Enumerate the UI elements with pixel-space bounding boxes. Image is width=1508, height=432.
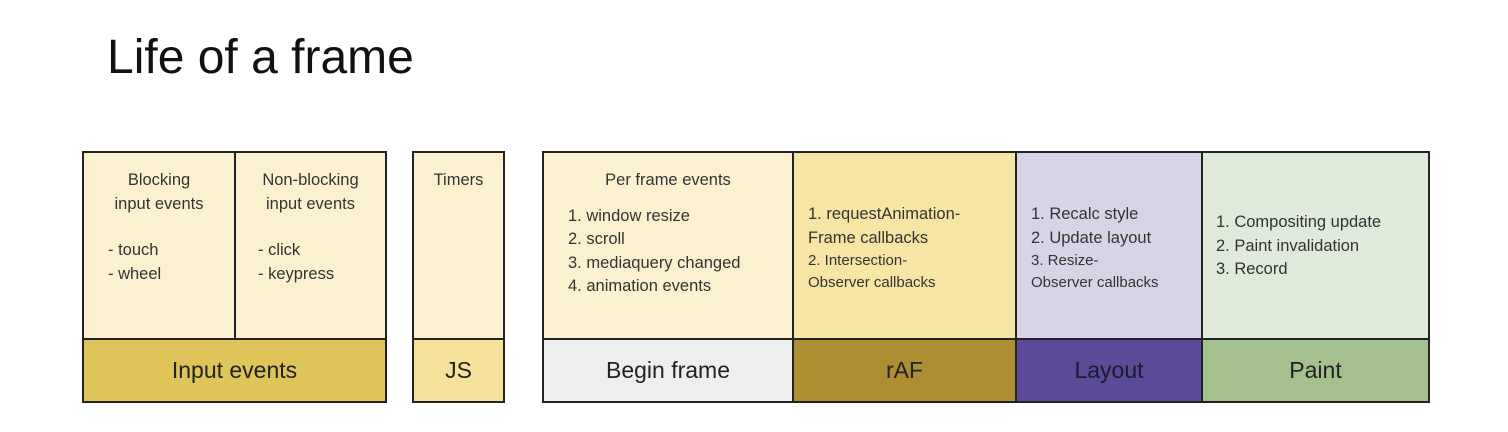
input-events-label: Input events	[84, 338, 385, 401]
blocking-input-events-cell: Blocking input events - touch - wheel	[84, 153, 236, 338]
blocking-heading-line-2: input events	[114, 194, 204, 213]
non-blocking-input-events-cell: Non-blocking input events - click - keyp…	[236, 153, 385, 338]
paint-label: Paint	[1203, 338, 1428, 401]
non-blocking-item-keypress: - keypress	[258, 264, 335, 283]
begin-item-1: 1. window resize	[568, 206, 690, 225]
per-frame-events-heading: Per frame events	[605, 171, 731, 189]
paint-item-3: 3. Record	[1216, 260, 1288, 278]
raf-item-1b: Frame callbacks	[808, 228, 929, 247]
frame-group: Per frame events 1. window resize 2. scr…	[542, 151, 1430, 403]
raf-cell: 1. requestAnimation- Frame callbacks 2. …	[794, 153, 1017, 338]
input-events-group: Blocking input events - touch - wheel No…	[82, 151, 387, 403]
timers-cell: Timers	[414, 153, 503, 338]
layout-item-1: 1. Recalc style	[1031, 205, 1139, 223]
layout-item-3b: Observer callbacks	[1031, 274, 1159, 291]
begin-frame-cell: Per frame events 1. window resize 2. scr…	[544, 153, 794, 338]
raf-item-2a: 2. Intersection-	[808, 252, 908, 269]
blocking-item-touch: - touch	[108, 241, 159, 259]
raf-item-2b: Observer callbacks	[808, 274, 936, 291]
paint-item-1: 1. Compositing update	[1216, 213, 1382, 231]
blocking-heading-line-1: Blocking	[127, 171, 191, 189]
begin-item-3: 3. mediaquery changed	[568, 253, 741, 272]
layout-item-3a: 3. Resize-	[1031, 252, 1099, 269]
blocking-item-wheel: - wheel	[108, 264, 162, 283]
timers-heading: Timers	[433, 171, 484, 189]
begin-item-4: 4. animation events	[568, 277, 712, 295]
layout-cell: 1. Recalc style 2. Update layout 3. Resi…	[1017, 153, 1203, 338]
non-blocking-item-click: - click	[258, 241, 301, 259]
layout-item-2: 2. Update layout	[1031, 228, 1152, 247]
paint-cell: 1. Compositing update 2. Paint invalidat…	[1203, 153, 1428, 338]
non-blocking-heading-line-2: input events	[266, 194, 355, 213]
layout-label: Layout	[1017, 338, 1203, 401]
page-title: Life of a frame	[107, 31, 414, 84]
begin-item-2: 2. scroll	[568, 230, 625, 248]
begin-frame-label: Begin frame	[544, 338, 794, 401]
raf-label: rAF	[794, 338, 1017, 401]
js-label: JS	[414, 338, 503, 401]
paint-item-2: 2. Paint invalidation	[1216, 236, 1360, 255]
non-blocking-heading-line-1: Non-blocking	[262, 171, 359, 189]
js-group: Timers JS	[412, 151, 505, 403]
raf-item-1a: 1. requestAnimation-	[808, 205, 961, 223]
